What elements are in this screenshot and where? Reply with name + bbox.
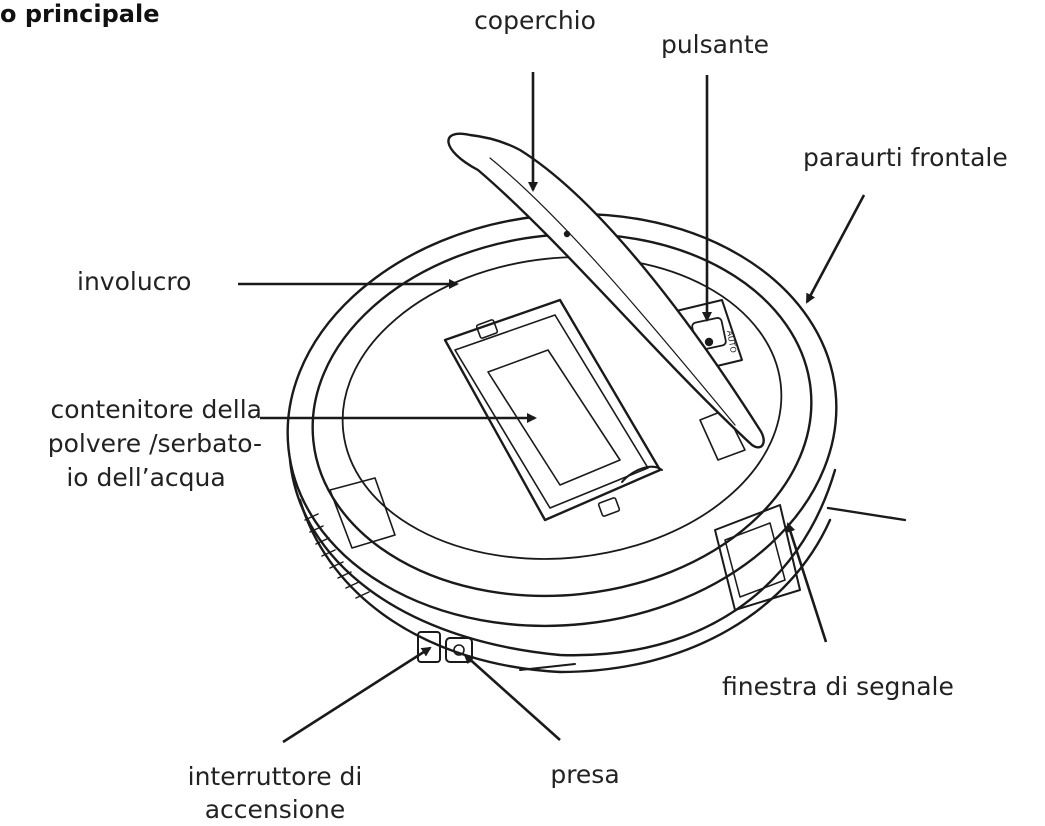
label-presa: presa [550, 760, 620, 789]
side-brush [826, 506, 907, 522]
body-bottom-edge [298, 498, 832, 674]
power-socket-hole [453, 644, 465, 656]
arrow-interruttore [282, 646, 432, 744]
label-interruttore-line-2: accensione [204, 795, 346, 824]
signal-window-frame [714, 504, 801, 611]
label-contenitore-line-2: polvere /serbato- [47, 429, 262, 458]
label-finestra-di-segnale: finestra di segnale [722, 672, 954, 701]
label-interruttore: interruttore di accensione [140, 760, 410, 826]
lid-hinge [699, 409, 746, 461]
page-title: o principale [0, 0, 160, 28]
dust-bin-tab [475, 319, 499, 339]
label-pulsante: pulsante [660, 30, 770, 59]
arrow-presa [463, 653, 561, 741]
dust-bin-frame [443, 298, 662, 522]
label-interruttore-line-1: interruttore di [187, 762, 363, 791]
signal-window-inner [724, 522, 786, 598]
label-involucro: involucro [77, 267, 192, 296]
dust-bin-tab [597, 497, 621, 517]
bottom-foot [519, 663, 576, 671]
deck-slot-left [329, 477, 396, 549]
body-side-wall [288, 458, 837, 657]
arrow-finestra [785, 522, 828, 643]
deck-rim [341, 256, 783, 560]
arrow-paraurti [805, 194, 866, 304]
label-contenitore: contenitore della polvere /serbato- io d… [0, 393, 262, 495]
power-switch [417, 631, 441, 663]
control-button-text: AUTO [725, 330, 738, 354]
lid-screw [563, 230, 571, 238]
control-button-dot [704, 337, 714, 347]
label-contenitore-line-3: io dell’acqua [66, 463, 226, 492]
inner-rim [311, 232, 813, 598]
vent-slots [304, 513, 370, 599]
robot-vacuum-drawing [286, 132, 907, 674]
power-socket [445, 637, 473, 663]
dust-bin-window [487, 349, 621, 486]
open-lid [447, 132, 765, 449]
label-contenitore-line-1: contenitore della [50, 395, 262, 424]
label-coperchio: coperchio [474, 6, 596, 35]
dust-bin-handle [621, 465, 663, 483]
callout-arrows [238, 72, 866, 744]
open-lid-highlight [489, 157, 736, 426]
label-paraurti-frontale: paraurti frontale [803, 143, 1008, 172]
